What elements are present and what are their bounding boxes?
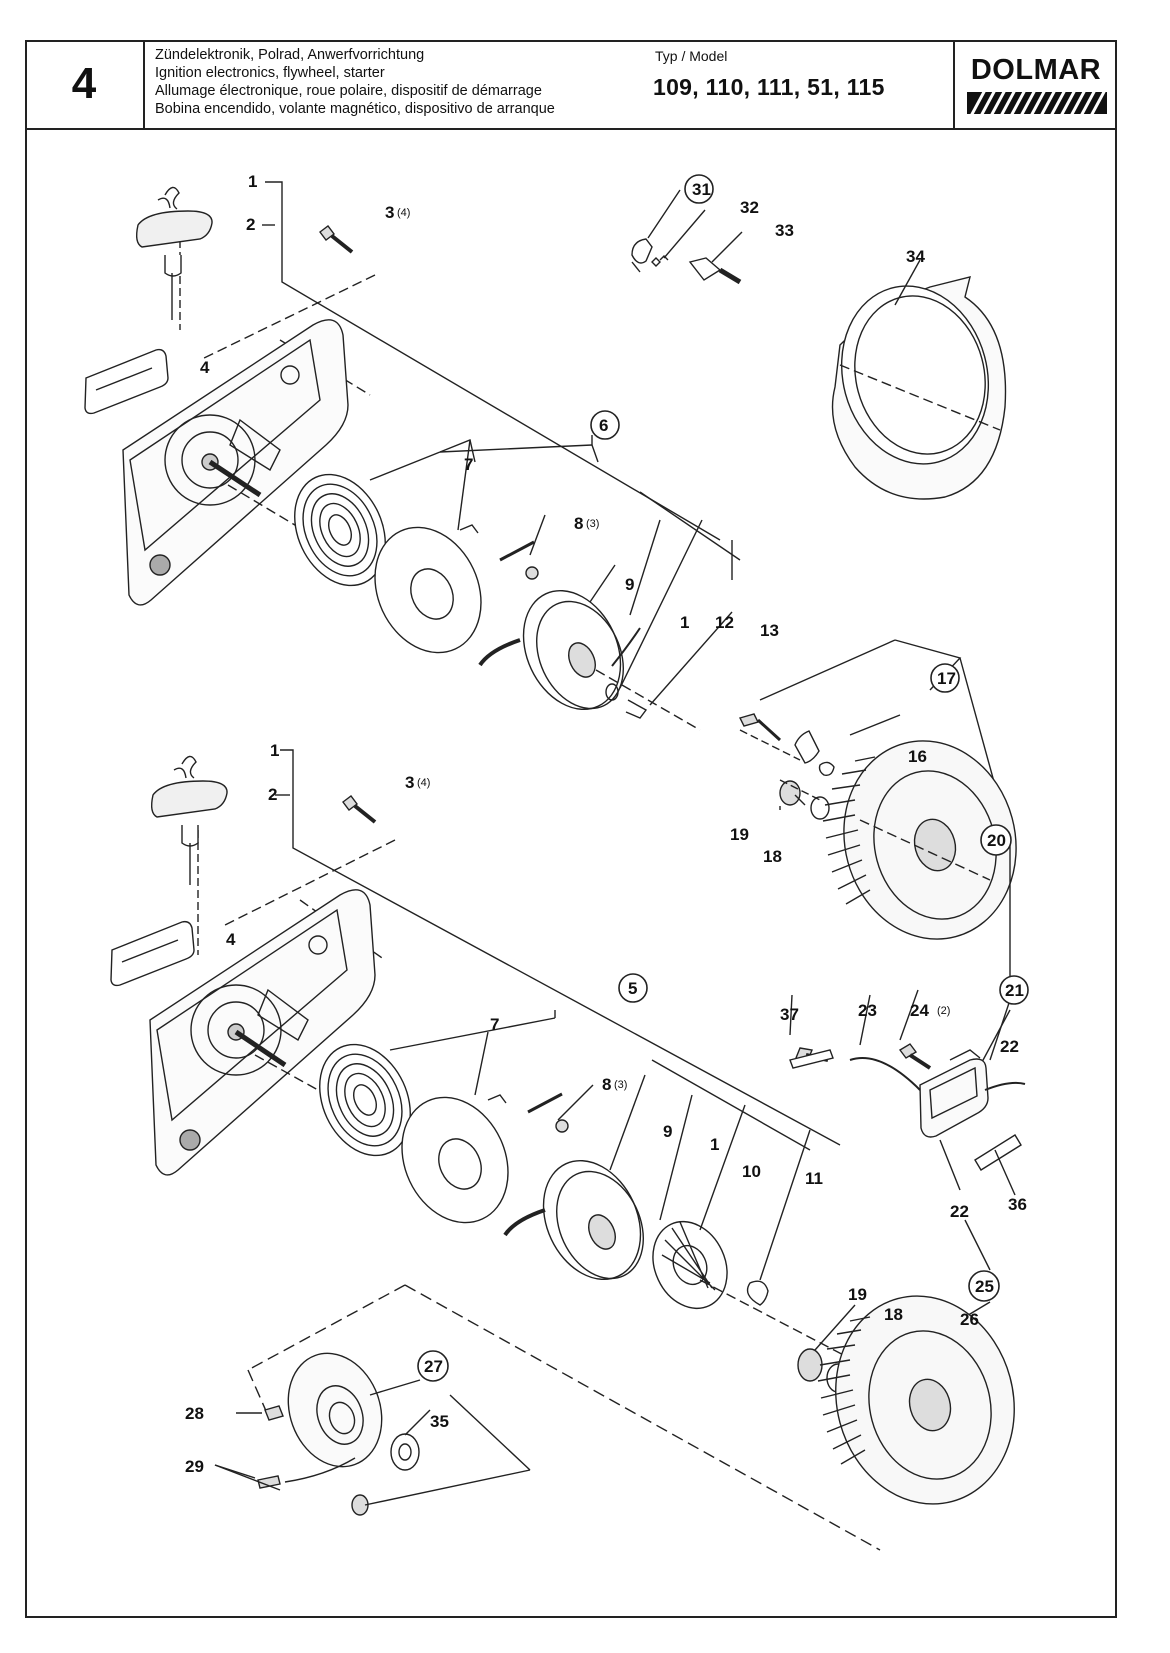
callout-8-lower-qty: (3): [614, 1079, 627, 1091]
callout-10: 10: [742, 1162, 761, 1181]
page-frame: [25, 40, 1117, 1618]
callout-13: 13: [760, 621, 779, 640]
callout-35: 35: [430, 1412, 449, 1431]
spring-cover-upper: [374, 524, 482, 654]
callout-3-upper: 3: [385, 203, 394, 222]
callout-18-lower: 18: [884, 1305, 903, 1324]
callout-19-lower: 19: [848, 1285, 867, 1304]
callout-9-lower: 9: [663, 1122, 672, 1141]
callout-1-upper: 1: [248, 172, 257, 191]
callout-28: 28: [185, 1404, 204, 1423]
flywheel-upper: [822, 740, 1017, 940]
callout-20: 20: [987, 831, 1006, 850]
title-block: Zündelektronik, Polrad, Anwerfvorrichtun…: [155, 46, 555, 118]
callout-18-upper: 18: [763, 847, 782, 866]
callout-27: 27: [424, 1357, 443, 1376]
spark-plug-parts: [631, 238, 742, 285]
callout-31: 31: [692, 180, 711, 199]
rope-pulley-upper: [478, 589, 624, 711]
rope-pulley-lower: [503, 1159, 644, 1281]
header: 4 Zündelektronik, Polrad, Anwerfvorricht…: [25, 40, 1117, 130]
callout-21: 21: [1005, 981, 1024, 1000]
logo-hatch-icon: [967, 92, 1107, 114]
callout-9-upper: 9: [625, 575, 634, 594]
callout-8-upper: 8: [574, 514, 583, 533]
type-label: Typ / Model: [655, 48, 728, 64]
spring-cover-lower: [401, 1094, 509, 1224]
callout-7-upper: 7: [464, 455, 473, 474]
title-de: Zündelektronik, Polrad, Anwerfvorrichtun…: [155, 47, 425, 63]
starter-housing-lower: [149, 889, 376, 1176]
brand-logo: DOLMAR: [953, 40, 1117, 128]
callout-29: 29: [185, 1457, 204, 1476]
brand-name: DOLMAR: [970, 54, 1102, 86]
callout-23: 23: [858, 1001, 877, 1020]
fan-shroud: [831, 276, 1007, 500]
callout-17: 17: [937, 669, 956, 688]
callout-circle-27: [417, 1350, 449, 1382]
rewind-spring-upper: [294, 473, 386, 587]
model-list: 109, 110, 111, 51, 115: [653, 74, 885, 100]
callout-37: 37: [780, 1005, 799, 1024]
starter-handle-lower: [150, 755, 228, 885]
callout-34: 34: [906, 247, 925, 266]
ratchet-lower: [652, 1220, 728, 1310]
callout-24-qty: (2): [937, 1005, 950, 1017]
title-es: Bobina encendido, volante magnético, dis…: [155, 101, 555, 117]
starter-handle-upper: [135, 186, 213, 320]
callout-1-upper-rope: 1: [680, 613, 689, 632]
callout-36: 36: [1008, 1195, 1027, 1214]
section-number: 4: [25, 40, 145, 128]
callout-4-upper: 4: [200, 358, 210, 377]
callout-24: 24: [910, 1001, 929, 1020]
flywheel-lower: [817, 1295, 1015, 1505]
callout-4-lower: 4: [226, 930, 236, 949]
callout-33: 33: [775, 221, 794, 240]
starter-housing-upper: [122, 319, 349, 606]
callout-circle-6: [590, 410, 620, 440]
callout-circle-25: [968, 1270, 1000, 1302]
callout-12: 12: [715, 613, 734, 632]
callout-19-upper: 19: [730, 825, 749, 844]
callout-32: 32: [740, 198, 759, 217]
callout-26: 26: [960, 1310, 979, 1329]
callout-circle-17: [930, 663, 960, 693]
rewind-spring-lower: [319, 1043, 411, 1157]
callout-6: 6: [599, 416, 608, 435]
callout-22-lower: 22: [950, 1202, 969, 1221]
callout-16: 16: [908, 747, 927, 766]
callout-circle-21: [999, 975, 1029, 1005]
callout-8-upper-qty: (3): [586, 518, 599, 530]
callout-1-lower: 1: [270, 741, 279, 760]
callout-3-upper-qty: (4): [397, 207, 410, 219]
callout-25: 25: [975, 1277, 994, 1296]
ignition-coil: [849, 1049, 1026, 1138]
title-en: Ignition electronics, flywheel, starter: [155, 65, 385, 81]
callout-circle-31: [684, 174, 714, 204]
callout-5: 5: [628, 979, 637, 998]
title-fr: Allumage électronique, roue polaire, dis…: [155, 83, 542, 99]
callout-7-lower: 7: [490, 1015, 499, 1034]
callout-3-lower-qty: (4): [417, 777, 430, 789]
callout-circle-20: [980, 824, 1012, 856]
callout-2-lower: 2: [268, 785, 277, 804]
callout-circle-5: [618, 973, 648, 1003]
callout-2-upper: 2: [246, 215, 255, 234]
callout-1-lower-rope: 1: [710, 1135, 719, 1154]
rotor-27: [287, 1352, 383, 1468]
callout-22-upper: 22: [1000, 1037, 1019, 1056]
callout-3-lower: 3: [405, 773, 414, 792]
callout-8-lower: 8: [602, 1075, 611, 1094]
callout-11: 11: [805, 1169, 823, 1188]
